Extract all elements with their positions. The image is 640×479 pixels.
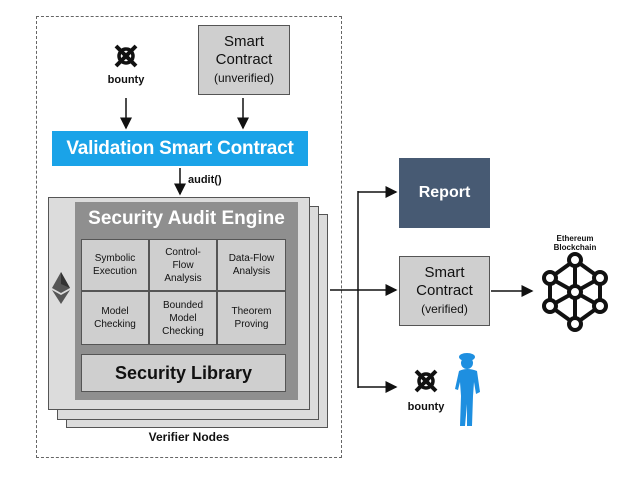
- contract-title-line1: Smart: [223, 33, 264, 50]
- audit-engine-title: Security Audit Engine: [88, 208, 285, 229]
- cell-line: Data-Flow: [228, 253, 275, 264]
- audit-call-label: audit(): [188, 174, 222, 186]
- smart-contract-unverified-box: Smart Contract (unverified): [198, 25, 290, 95]
- bounty-x-icon: [114, 44, 138, 68]
- eth-label-line2: Blockchain: [553, 243, 597, 252]
- cell-line: Control-: [165, 246, 201, 258]
- worker-person-icon: [455, 353, 480, 426]
- cell-line: Symbolic: [94, 253, 136, 264]
- security-library: Security Library: [81, 354, 286, 392]
- cell-line: Model: [101, 306, 129, 317]
- cell-line: Analysis: [164, 272, 202, 284]
- cell-line: Proving: [234, 319, 269, 330]
- cell-line: Model: [169, 312, 197, 324]
- cell-line: Analysis: [232, 266, 271, 277]
- cell-line: Checking: [162, 325, 204, 337]
- contract-title-line1: Smart: [424, 264, 465, 281]
- verifier-nodes-label: Verifier Nodes: [148, 430, 230, 444]
- bounty-x-icon: [414, 369, 438, 393]
- blockchain-network-icon: [542, 252, 608, 332]
- eth-label-line1: Ethereum: [556, 234, 594, 243]
- contract-title-line2: Contract: [215, 51, 273, 68]
- report-box: Report: [399, 158, 490, 228]
- bounty-label-bottom: bounty: [407, 401, 445, 413]
- ethereum-blockchain-label: Ethereum Blockchain: [540, 234, 610, 252]
- cell-line: Execution: [93, 266, 137, 277]
- cell-line: Flow: [172, 259, 194, 271]
- verifier-nodes-frame: [36, 16, 342, 458]
- contract-status: (verified): [421, 302, 468, 316]
- ethereum-logo-icon: [52, 272, 70, 304]
- cell-line: Theorem: [231, 306, 272, 317]
- contract-status: (unverified): [213, 71, 275, 85]
- bounty-label: bounty: [107, 74, 145, 86]
- cell-line: Bounded: [162, 299, 204, 311]
- cell-line: Checking: [94, 319, 136, 330]
- smart-contract-verified-box: Smart Contract (verified): [399, 256, 490, 326]
- contract-title-line2: Contract: [416, 282, 473, 299]
- validation-smart-contract: Validation Smart Contract: [52, 131, 308, 166]
